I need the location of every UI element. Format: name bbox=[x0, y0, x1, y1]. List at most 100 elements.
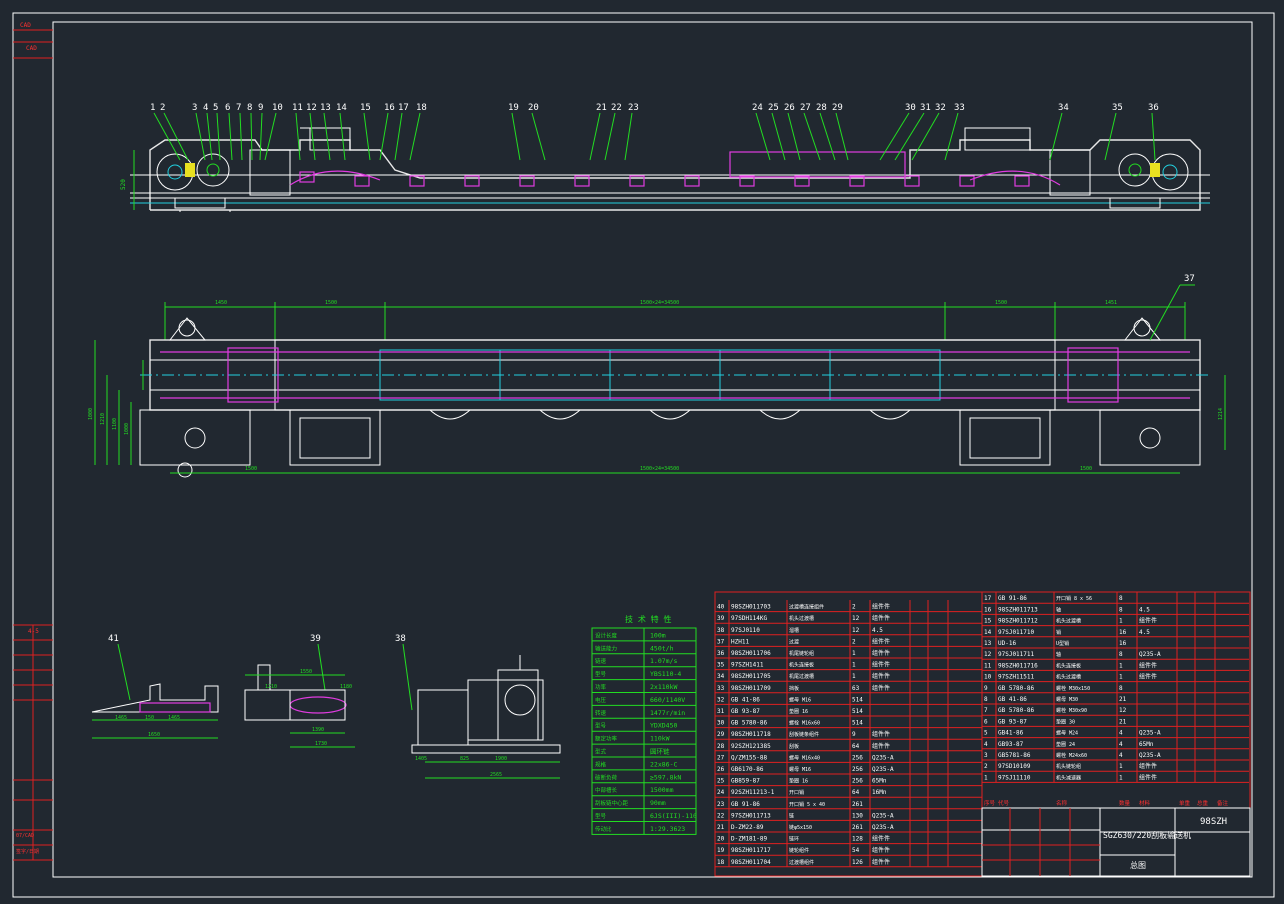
bom_left-r1-c4: 组件件 bbox=[872, 614, 890, 622]
bom_left-r6-c1: 98SZH011705 bbox=[731, 673, 771, 680]
bom_right-r3-c4: 4.5 bbox=[1139, 629, 1150, 636]
bom_left-r0-c3: 2 bbox=[852, 604, 856, 611]
dim-plan-7: 1500×24=34500 bbox=[640, 466, 679, 472]
tech-value-9: 圆环链 bbox=[650, 747, 670, 756]
bom_right-r1-c4: 4.5 bbox=[1139, 606, 1150, 613]
bom-header-6: 总重 bbox=[1197, 799, 1209, 807]
bom_right-r15-c3: 1 bbox=[1119, 763, 1123, 770]
callout-9: 9 bbox=[258, 103, 263, 113]
dim-v-1: 1000 bbox=[88, 408, 94, 420]
bom_left-r19-c1: D-ZM22-89 bbox=[731, 824, 764, 831]
bom_left-r21-c1: 98SZH011717 bbox=[731, 847, 771, 854]
bom_right-r2-c2: 机头过渡槽 bbox=[1056, 618, 1081, 625]
strip-text-sign: 签字/日期 bbox=[16, 848, 39, 855]
bom_left-r8-c2: 螺母 M16 bbox=[789, 696, 811, 703]
tech-value-14: 6JS(III)-110 bbox=[650, 812, 697, 820]
leader-22 bbox=[604, 112, 616, 161]
bom_right-r12-c2: 螺母 M24 bbox=[1056, 730, 1078, 737]
bom_left-r15-c3: 256 bbox=[852, 778, 863, 785]
bom_left-r2-c4: 4.5 bbox=[872, 627, 883, 634]
bom_left-r10-c1: GB 5780-86 bbox=[731, 720, 768, 727]
dim-plan-4: 1500 bbox=[995, 300, 1007, 306]
bom_left-r10-c2: 螺栓 M16x60 bbox=[789, 720, 820, 727]
leader-26 bbox=[787, 112, 801, 161]
bom_left-r4-c0: 36 bbox=[717, 650, 725, 657]
bom_left-r9-c3: 514 bbox=[852, 708, 863, 715]
tech-label-1: 输送能力 bbox=[595, 644, 617, 652]
bom_left-r0-c4: 组件件 bbox=[872, 603, 890, 611]
bom_left-r17-c1: GB 91-86 bbox=[731, 801, 760, 808]
tech-value-3: YBS110-4 bbox=[650, 670, 681, 678]
leader-16 bbox=[379, 112, 389, 161]
sheet-outer-frame bbox=[12, 12, 1275, 898]
leader-37 bbox=[1149, 284, 1181, 341]
tech-label-6: 转速 bbox=[595, 709, 607, 717]
dim-39-a: 1550 bbox=[300, 669, 312, 675]
bom_left-r6-c3: 1 bbox=[852, 673, 856, 680]
bom_left-r11-c1: 98SZH011718 bbox=[731, 731, 771, 738]
bom_right-r14-c1: GB5781-86 bbox=[998, 752, 1031, 759]
leader-7 bbox=[239, 112, 243, 161]
bom_right-r7-c0: 10 bbox=[984, 674, 992, 681]
callout-11: 11 bbox=[292, 103, 303, 113]
strip-text-cad: CAD bbox=[26, 45, 37, 52]
leader-32 bbox=[911, 112, 940, 161]
tech-label-9: 型式 bbox=[595, 748, 607, 756]
bom_right-r0-c2: 开口销 8 x 56 bbox=[1056, 595, 1092, 602]
bom_left-r3-c4: 组件件 bbox=[872, 637, 890, 645]
tech-label-2: 链速 bbox=[595, 657, 607, 665]
leader-34 bbox=[1049, 112, 1063, 161]
leader-20 bbox=[531, 112, 546, 161]
bom-header-0: 序号 bbox=[984, 799, 996, 807]
callout-37: 37 bbox=[1184, 274, 1195, 284]
callout-29: 29 bbox=[832, 103, 843, 113]
bom_right-r14-c0: 3 bbox=[984, 752, 988, 759]
dim-height: 520 bbox=[120, 179, 127, 190]
bom_left-r12-c1: 92SZH121385 bbox=[731, 743, 771, 750]
bom_right-r7-c4: 组件件 bbox=[1139, 673, 1157, 681]
bom_right-r1-c2: 轴 bbox=[1056, 606, 1061, 613]
bom_right-r8-c0: 9 bbox=[984, 685, 988, 692]
bom_left-r4-c2: 机尾链轮组 bbox=[789, 650, 814, 657]
tech-value-12: 1500mm bbox=[650, 786, 674, 794]
callout-33: 33 bbox=[954, 103, 965, 113]
callout-39: 39 bbox=[310, 634, 321, 644]
bom_right-r4-c1: UD-16 bbox=[998, 640, 1016, 647]
bom_left-r18-c1: 97SZH011713 bbox=[731, 812, 771, 819]
leader-33 bbox=[944, 112, 959, 161]
bom_left-r14-c2: 螺母 M16 bbox=[789, 766, 811, 773]
bom_right-r12-c3: 4 bbox=[1119, 730, 1123, 737]
bom_right-r5-c2: 轴 bbox=[1056, 651, 1061, 658]
bom_left-r5-c3: 1 bbox=[852, 662, 856, 669]
bom_left-r15-c2: 垫圈 16 bbox=[789, 778, 808, 785]
bom_left-r6-c4: 组件件 bbox=[872, 672, 890, 680]
dim-38-a: 1405 bbox=[415, 756, 427, 762]
bom_left-r22-c3: 126 bbox=[852, 859, 863, 866]
bom_right-r10-c2: 螺栓 M30x90 bbox=[1056, 707, 1087, 714]
bom_left-r21-c0: 19 bbox=[717, 847, 725, 854]
bom_left-r1-c3: 12 bbox=[852, 615, 860, 622]
bom_left-r2-c1: 97SJ0110 bbox=[731, 627, 760, 634]
bom_left-r14-c1: GB6170-86 bbox=[731, 766, 764, 773]
bom_left-r11-c3: 9 bbox=[852, 731, 856, 738]
callout-41: 41 bbox=[108, 634, 119, 644]
left-margin-strip: CAD CAD 4-5 07/CAD 签字/日期 bbox=[13, 22, 53, 861]
callout-6: 6 bbox=[225, 103, 230, 113]
tech-label-8: 额定功率 bbox=[595, 735, 618, 743]
plan-view bbox=[94, 302, 1226, 478]
bom_right-r7-c1: 97SZH11511 bbox=[998, 674, 1035, 681]
bom_right-r13-c4: 65Mn bbox=[1139, 741, 1154, 748]
bom_left-r20-c2: 链环 bbox=[789, 836, 799, 843]
bom_left-r22-c0: 18 bbox=[717, 859, 725, 866]
bom_right-r10-c0: 7 bbox=[984, 707, 988, 714]
bom-header-4: 材料 bbox=[1139, 799, 1151, 807]
leader-4 bbox=[206, 112, 213, 161]
bom_right-r11-c3: 21 bbox=[1119, 718, 1127, 725]
bom_left-r5-c0: 35 bbox=[717, 662, 725, 669]
bom_left-r2-c2: 溜槽 bbox=[789, 627, 799, 634]
bom_left-r18-c2: 链 bbox=[789, 812, 794, 819]
bom_right-r9-c3: 21 bbox=[1119, 696, 1127, 703]
bom_left-r5-c4: 组件件 bbox=[872, 661, 890, 669]
bom_left-r3-c2: 过渡 bbox=[789, 638, 799, 645]
tech-label-11: 破断负荷 bbox=[595, 773, 618, 781]
